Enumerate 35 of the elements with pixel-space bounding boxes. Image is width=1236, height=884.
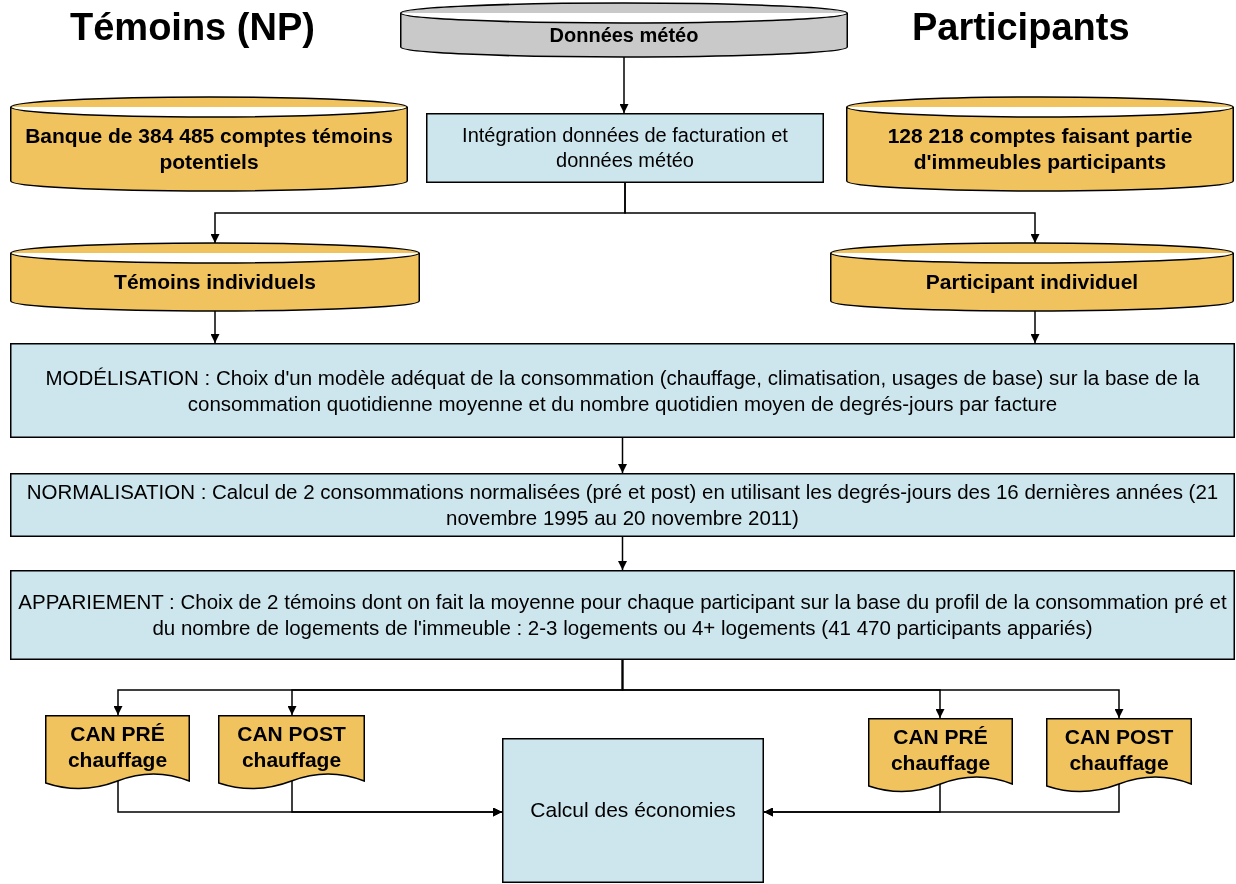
column-heading: Témoins (NP)	[70, 6, 315, 49]
node-label: NORMALISATION : Calcul de 2 consommations normalisées (pré et post) en utilisant les degrés-jours des 16 dernières années (21 novembre 1995 au 20 novembre 2011)	[25, 479, 1220, 531]
arrow	[210, 310, 220, 344]
node-label: Intégration données de facturation et données météo	[461, 123, 789, 173]
database-cylinder	[10, 97, 408, 191]
arrow	[621, 659, 1124, 719]
database-cylinder	[10, 243, 420, 311]
process-box	[502, 738, 764, 883]
database-cylinder	[830, 243, 1234, 311]
node-label: MODÉLISATION : Choix d'un modèle adéquat de la consommation (chauffage, climatisation, usages de base) sur la base de la consommation quotidienne moyenne et du nombre quotidien moyen de degrés-jours par facture	[44, 364, 1201, 417]
database-cylinder	[400, 3, 848, 57]
arrow	[618, 536, 627, 571]
node-label: Témoins individuels	[114, 268, 316, 295]
node-label: CAN POST chauffage	[1063, 723, 1175, 776]
node-label: APPARIEMENT : Choix de 2 témoins dont on fait la moyenne pour chaque participant sur la base du profil de la consommation pré et du nombre de logements de l'immeuble : 2-3 logements ou 4+ logements (41 470 participants appariés)	[17, 589, 1228, 641]
node-label: Calcul des économies	[530, 797, 736, 824]
arrow	[619, 56, 629, 114]
process-box	[10, 570, 1235, 660]
arrow	[624, 182, 1040, 244]
arrow	[1030, 310, 1040, 344]
process-box	[10, 343, 1235, 438]
node-label: CAN PRÉ chauffage	[66, 720, 169, 773]
node-label: CAN PRÉ chauffage	[889, 723, 992, 776]
arrow	[291, 780, 503, 817]
node-label: CAN POST chauffage	[236, 720, 347, 773]
node-label: Participant individuel	[925, 268, 1139, 295]
column-heading: Participants	[912, 6, 1130, 49]
node-label: 128 218 comptes faisant partie d'immeubles participants	[886, 122, 1194, 175]
node-label: Données météo	[549, 22, 699, 48]
process-box	[10, 473, 1235, 537]
process-box	[426, 113, 824, 183]
arrow	[763, 783, 1120, 817]
arrow	[618, 437, 627, 474]
node-label: Banque de 384 485 comptes témoins potentiels	[24, 122, 394, 175]
database-cylinder	[846, 97, 1234, 191]
